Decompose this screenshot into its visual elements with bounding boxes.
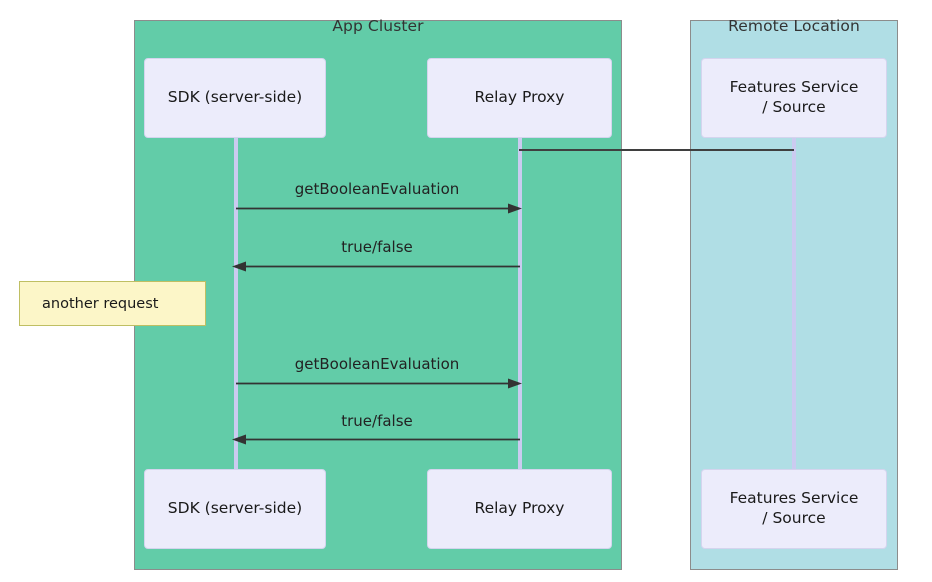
group-remote-location-label: Remote Location [728,17,860,35]
participant-relay-proxy-bottom[interactable]: Relay Proxy [427,469,612,549]
note-another-request: another request [19,281,206,326]
participant-features-service-bottom[interactable]: Features Service / Source [701,469,887,549]
message-4-arrow [232,434,520,445]
participant-features-service-top-line1: Features Service [729,78,859,97]
participant-features-service-bottom-line1: Features Service [729,489,859,508]
participant-features-service-bottom-line2: / Source [762,509,826,527]
message-3-arrow [236,378,522,389]
participant-relay-proxy-top[interactable]: Relay Proxy [427,58,612,138]
participant-features-service-top-line2: / Source [762,98,826,116]
message-4-label: true/false [341,412,413,430]
lifeline-relay [518,136,522,472]
lifeline-features [792,136,796,472]
connector-relay-to-features [519,149,794,151]
message-1-arrow [236,203,522,214]
group-app-cluster-label: App Cluster [332,17,424,35]
lifeline-sdk [234,136,238,472]
message-1-label: getBooleanEvaluation [294,180,460,198]
participant-sdk-top[interactable]: SDK (server-side) [144,58,326,138]
participant-sdk-bottom[interactable]: SDK (server-side) [144,469,326,549]
message-2-label: true/false [341,238,413,256]
message-2-arrow [232,261,520,272]
message-3-label: getBooleanEvaluation [294,355,460,373]
participant-features-service-top[interactable]: Features Service / Source [701,58,887,138]
